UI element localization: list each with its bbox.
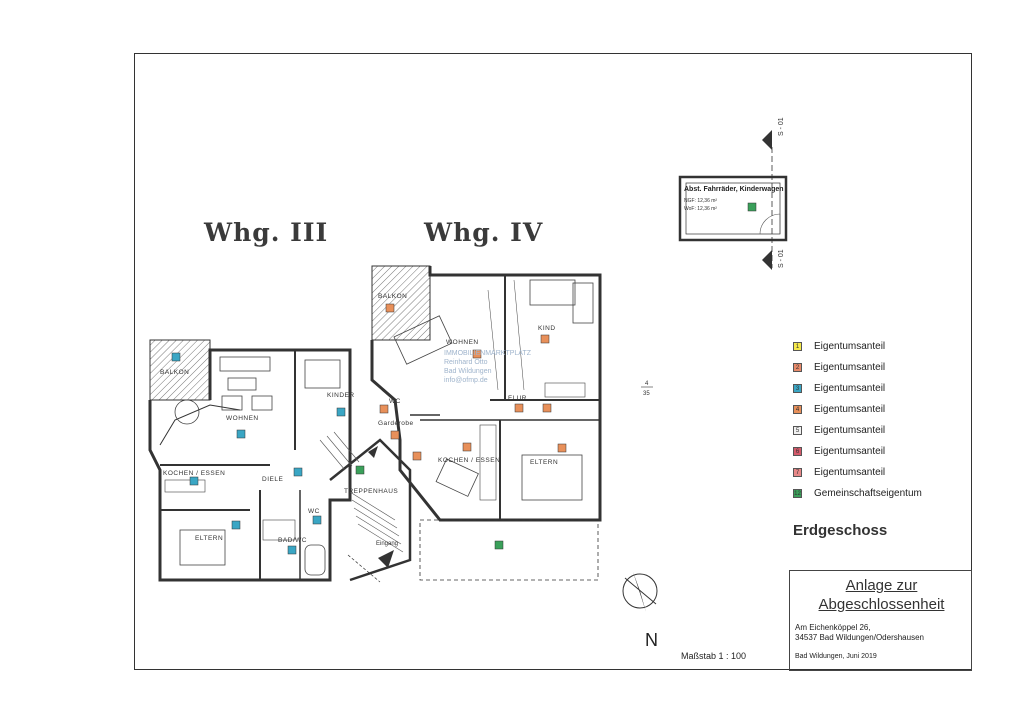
apartment-title-iv: Whg. IV — [424, 218, 544, 247]
room-label-eltern-iii: ELTERN — [195, 535, 223, 542]
shed-label: Abst. Fahrräder, Kinderwagen — [684, 186, 784, 193]
legend-label: Eigentumsanteil — [814, 404, 886, 415]
address-line2: 34537 Bad Wildungen/Odershausen — [795, 633, 924, 642]
shed-wof: WoF: 12,36 m² — [684, 206, 717, 212]
bike-shed — [678, 130, 788, 270]
unit-markers-iv — [379, 303, 567, 461]
title-line2: Abgeschlossenheit — [818, 596, 945, 613]
room-label-wohnen-iv: WOHNEN — [446, 339, 479, 346]
legend-swatch: 3 — [793, 384, 802, 393]
scale-label: Maßstab 1 : 100 — [681, 651, 747, 661]
room-label-kochen-iii: KOCHEN / ESSEN — [163, 470, 225, 477]
balcony-iv — [371, 265, 431, 341]
watermark-line1: IMMOBILIENMARKTPLATZ — [444, 350, 531, 357]
legend-item: 1 Eigentumsanteil — [793, 336, 963, 357]
title-block: Anlage zur Abgeschlossenheit Am Eichenkö… — [789, 570, 972, 671]
legend-item: 3 Eigentumsanteil — [793, 378, 963, 399]
apartment-iii-plan — [148, 339, 352, 582]
legend-label: Eigentumsanteil — [814, 425, 886, 436]
legend-item: 4 Eigentumsanteil — [793, 399, 963, 420]
legend-item: 2 Eigentumsanteil — [793, 357, 963, 378]
legend-label: Eigentumsanteil — [814, 467, 886, 478]
terrace — [419, 519, 599, 581]
legend-label: Eigentumsanteil — [814, 446, 886, 457]
apartment-title-iii: Whg. III — [204, 218, 329, 247]
room-label-treppenhaus: TREPPENHAUS — [344, 488, 398, 495]
legend-item: 6 Eigentumsanteil — [793, 441, 963, 462]
legend-label: Eigentumsanteil — [814, 341, 886, 352]
north-arrow-icon — [622, 572, 658, 612]
section-bottom-label: S - 01 — [778, 249, 785, 268]
page-ref-bottom: 35 — [643, 391, 650, 397]
room-label-kochen-iv: KOCHEN / ESSEN — [438, 457, 500, 464]
watermark-line3: Bad Wildungen — [444, 368, 492, 375]
floor-label: Erdgeschoss — [793, 522, 888, 539]
legend-swatch: 6 — [793, 447, 802, 456]
room-label-bad-iii: BAD/WC — [278, 537, 307, 544]
date-line: Bad Wildungen, Juni 2019 — [795, 653, 877, 660]
shed-common-marker — [747, 202, 757, 212]
room-label-balkon-iii: BALKON — [160, 369, 189, 376]
address-line1: Am Eichenköppel 26, — [795, 623, 871, 632]
room-label-balkon-iv: BALKON — [378, 293, 407, 300]
room-label-kind-iv: KIND — [538, 325, 556, 332]
legend-label: Gemeinschaftseigentum — [814, 488, 922, 499]
room-label-eltern-iv: ELTERN — [530, 459, 558, 466]
legend-swatch: 7 — [793, 468, 802, 477]
title-line1: Anlage zur — [845, 577, 918, 594]
shed-ngf: NGF: 12,36 m² — [684, 198, 718, 204]
legend-swatch: 1 — [793, 342, 802, 351]
page-ref-top: 4 — [645, 381, 649, 387]
legend-swatch: 2 — [793, 363, 802, 372]
watermark-line2: Reinhard Otto — [444, 359, 488, 366]
room-label-wohnen-iii: WOHNEN — [226, 415, 259, 422]
room-label-wc-iv: WC — [389, 398, 401, 405]
unit-markers-iii — [171, 352, 346, 555]
legend-label: Eigentumsanteil — [814, 362, 886, 373]
drawing-frame — [134, 53, 972, 670]
watermark-line4: info@ofmp.de — [444, 377, 488, 384]
room-label-flur-iv: FLUR — [508, 395, 527, 402]
legend-item: 7 Eigentumsanteil — [793, 462, 963, 483]
stairwell — [319, 431, 412, 583]
room-label-wc-iii: WC — [308, 508, 320, 515]
legend-swatch: 12 — [793, 489, 802, 498]
legend-swatch: 5 — [793, 426, 802, 435]
section-top-label: S - 01 — [778, 117, 785, 136]
room-label-entrance: Eingang — [376, 541, 398, 547]
legend-swatch: 4 — [793, 405, 802, 414]
room-label-garderobe: Garderobe — [378, 420, 414, 427]
room-label-diele: DIELE — [262, 476, 283, 483]
room-label-kinder-iii: KINDER — [327, 392, 355, 399]
apartment-iv-plan — [370, 265, 602, 522]
north-label: N — [645, 630, 658, 650]
legend-item: 12 Gemeinschaftseigentum — [793, 483, 963, 504]
watermark: IMMOBILIENMARKTPLATZ Reinhard Otto Bad W… — [444, 349, 531, 385]
legend-item: 5 Eigentumsanteil — [793, 420, 963, 441]
legend-label: Eigentumsanteil — [814, 383, 886, 394]
